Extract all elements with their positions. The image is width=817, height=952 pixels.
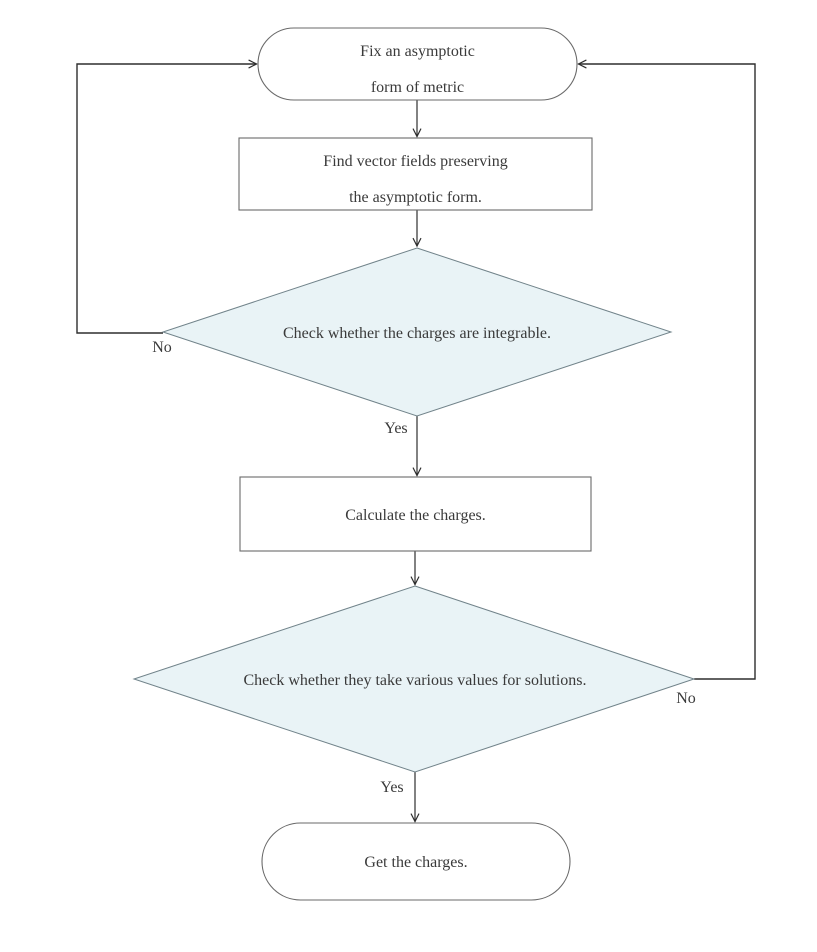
- terminator-fix-asymptotic-form: [257, 27, 578, 101]
- decision-charges-integrable-label: Check whether the charges are integrable…: [283, 325, 551, 342]
- decision-various-values-label: Check whether they take various values f…: [243, 672, 586, 689]
- terminator-get-charges: [261, 822, 571, 901]
- edge-label-yes-various: Yes: [380, 779, 403, 796]
- edge-label-no-various: No: [676, 690, 696, 707]
- edge-no-loop-right: [577, 59, 756, 680]
- terminator-fix-asymptotic-form-line1: Fix an asymptotic: [360, 43, 475, 60]
- decision-charges-integrable: [161, 247, 673, 417]
- process-calculate-charges-label: Calculate the charges.: [345, 507, 486, 524]
- process-find-vector-fields-line2: the asymptotic form.: [349, 189, 482, 206]
- process-calculate-charges: [239, 476, 592, 552]
- process-find-vector-fields: [238, 137, 593, 211]
- terminator-get-charges-label: Get the charges.: [364, 854, 467, 871]
- edge-label-no-integrable: No: [152, 339, 172, 356]
- decision-various-values: [132, 585, 696, 773]
- edge-label-yes-integrable: Yes: [384, 420, 407, 437]
- process-find-vector-fields-line1: Find vector fields preserving: [323, 153, 507, 170]
- terminator-fix-asymptotic-form-line2: form of metric: [371, 79, 464, 96]
- edge-no-loop-left: [76, 59, 258, 334]
